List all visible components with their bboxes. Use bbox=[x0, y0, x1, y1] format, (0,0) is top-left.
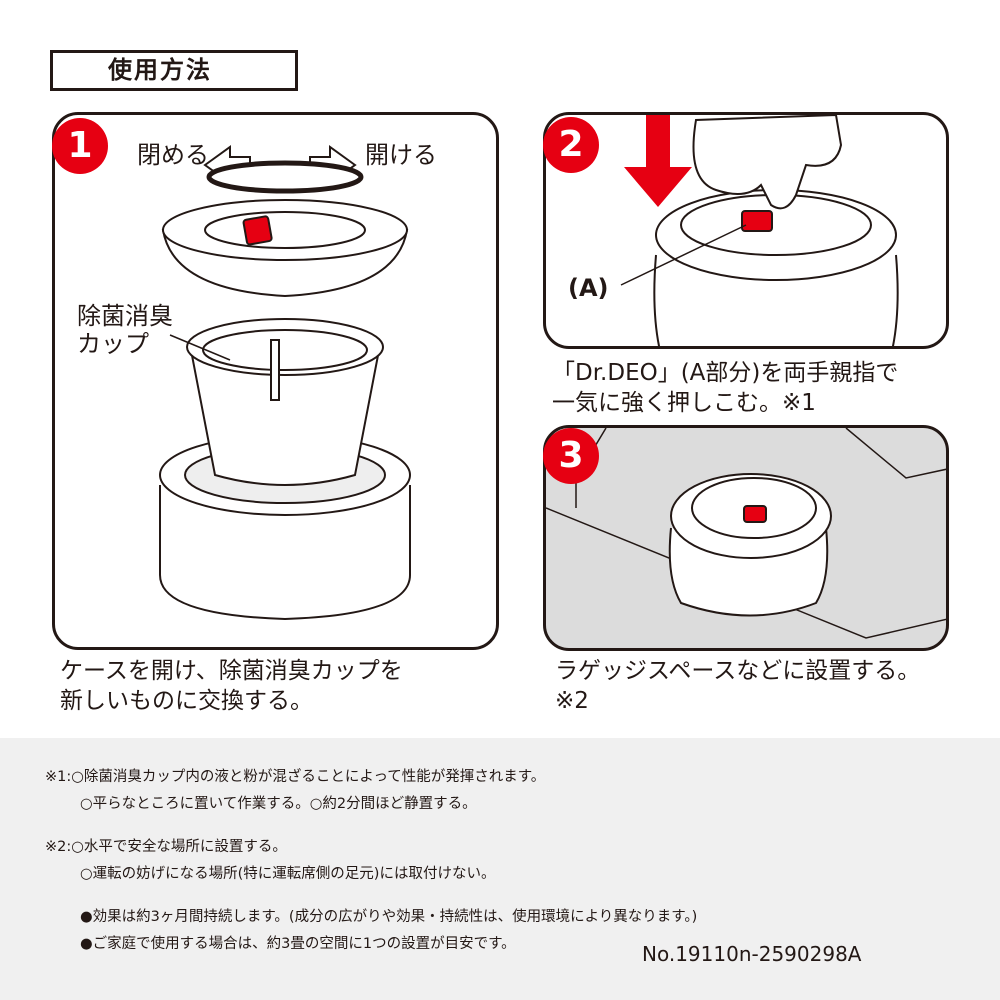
step-2-badge: 2 bbox=[543, 117, 599, 173]
notes-section bbox=[0, 738, 1000, 1000]
step-1-badge: 1 bbox=[52, 118, 108, 174]
step-3-badge: 3 bbox=[543, 428, 599, 484]
press-button-illustration bbox=[620, 115, 899, 346]
step-3-caption: ラゲッジスペースなどに設置する。 ※2 bbox=[555, 656, 920, 716]
product-code: No.19110n-2590298A bbox=[642, 942, 862, 966]
caption-line: 一気に強く押しこむ。※1 bbox=[552, 390, 816, 416]
note-1: ※1:○除菌消臭カップ内の液と粉が混ざることによって性能が発揮されます。 bbox=[45, 769, 546, 785]
caption-line: ケースを開け、除菌消臭カップを bbox=[60, 658, 403, 684]
step-3-panel bbox=[543, 425, 949, 651]
page-title: 使用方法 bbox=[50, 50, 298, 91]
cup-replacement-illustration bbox=[159, 145, 411, 621]
part-a-label: (A) bbox=[568, 274, 609, 302]
caption-line: ※2 bbox=[555, 688, 589, 714]
cup-label-line1: 除菌消臭 bbox=[77, 302, 173, 330]
placement-illustration bbox=[546, 428, 946, 639]
step-1-caption: ケースを開け、除菌消臭カップを 新しいものに交換する。 bbox=[60, 656, 403, 716]
note-2: ※2:○水平で安全な場所に設置する。 bbox=[45, 839, 287, 855]
note-1-cont: ○平らなところに置いて作業する。○約2分間ほど静置する。 bbox=[80, 796, 477, 812]
note-duration: ●効果は約3ヶ月間持続します。(成分の広がりや効果・持続性は、使用環境により異な… bbox=[80, 909, 698, 925]
note-2-cont: ○運転の妨げになる場所(特に運転席側の足元)には取付けない。 bbox=[80, 866, 496, 882]
close-label: 閉める bbox=[137, 141, 209, 169]
open-label: 開ける bbox=[365, 141, 437, 169]
caption-line: ラゲッジスペースなどに設置する。 bbox=[555, 658, 921, 684]
caption-line: 「Dr.DEO」(A部分)を両手親指で bbox=[552, 360, 899, 386]
step-2-caption: 「Dr.DEO」(A部分)を両手親指で 一気に強く押しこむ。※1 bbox=[552, 358, 898, 418]
down-arrow-icon bbox=[624, 115, 692, 207]
note-home-use: ●ご家庭で使用する場合は、約3畳の空間に1つの設置が目安です。 bbox=[80, 936, 516, 952]
step-2-panel: (A) bbox=[543, 112, 949, 349]
step-1-panel: 閉める 開ける 除菌消臭 カップ bbox=[52, 112, 499, 650]
caption-line: 新しいものに交換する。 bbox=[60, 688, 313, 714]
cup-label-line2: カップ bbox=[77, 330, 149, 358]
